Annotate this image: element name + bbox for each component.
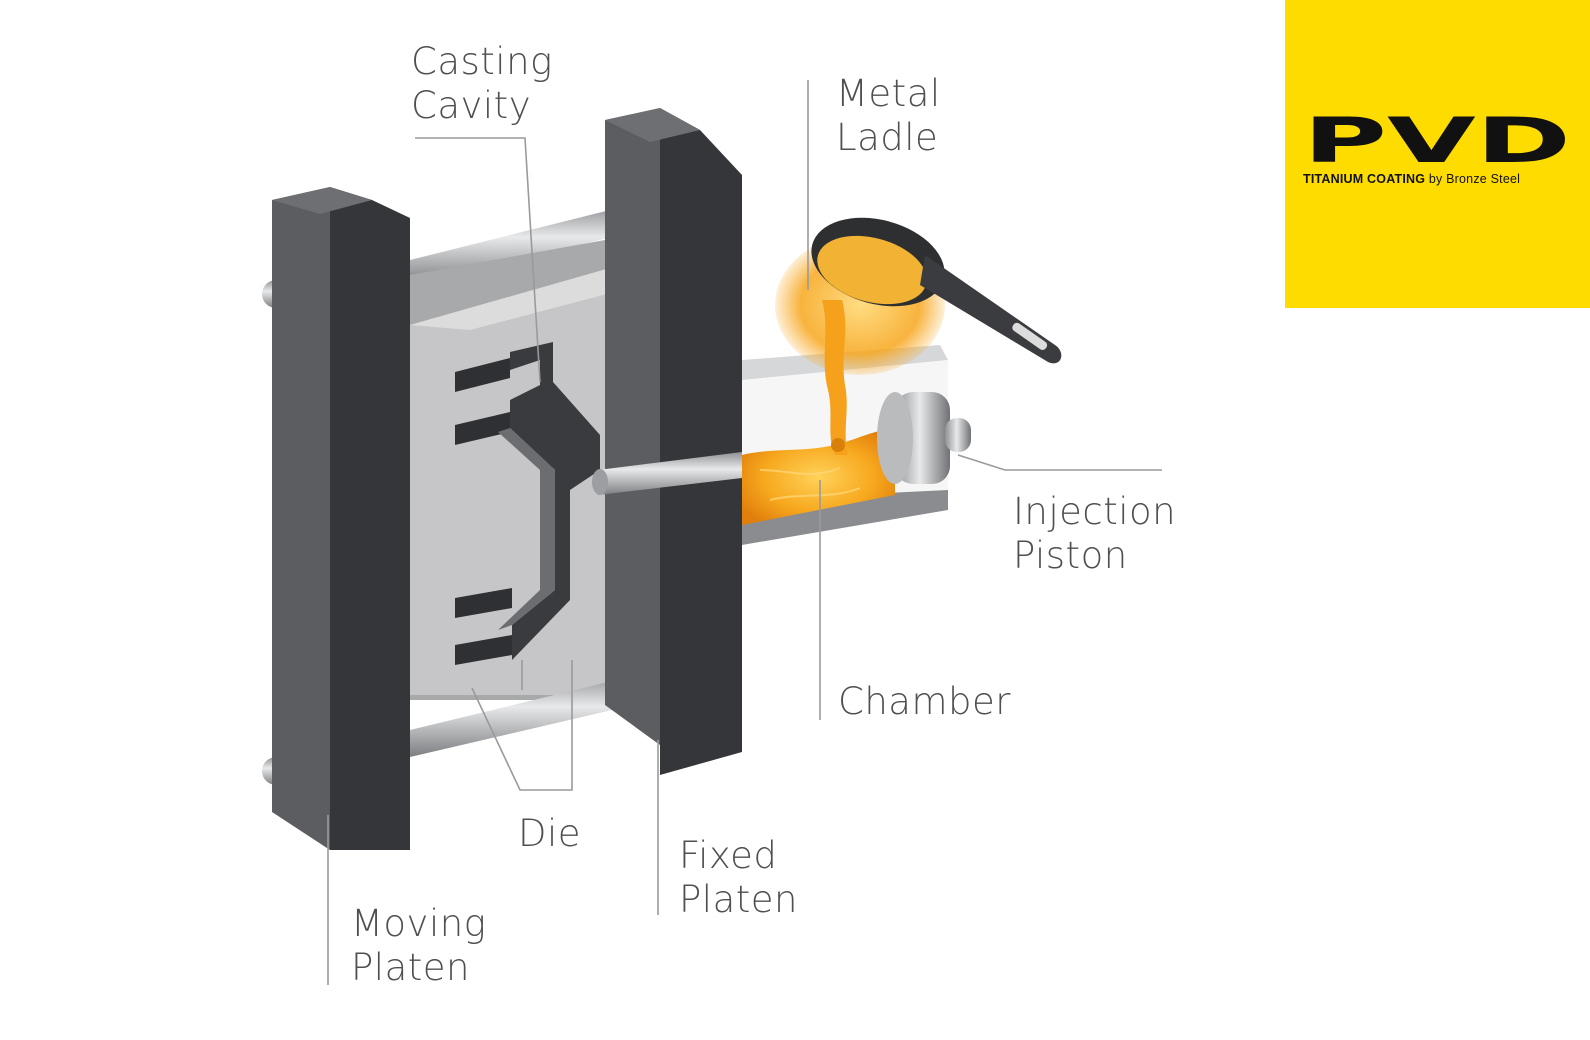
label-die: Die [518,812,581,856]
moving-platen-shape [272,187,410,850]
label-casting-cavity-line1: Casting [411,40,553,83]
label-metal-ladle: Metal Ladle [836,72,941,160]
metal-ladle-shape [775,217,1062,455]
label-casting-cavity: Casting Cavity [411,40,553,128]
label-chamber: Chamber [838,680,1011,724]
label-chamber-text: Chamber [838,680,1011,723]
leader-lines [327,80,1162,985]
pvd-wordmark: PVD [1303,112,1571,166]
label-metal-ladle-line2: Ladle [836,116,939,159]
label-metal-ladle-line1: Metal [836,72,941,115]
label-casting-cavity-line2: Cavity [411,84,532,127]
casting-cavity-shape [455,342,600,665]
label-die-text: Die [518,812,582,855]
label-fixed-platen: Fixed Platen [679,834,798,922]
injection-piston-shape [877,392,971,484]
label-fixed-platen-line2: Platen [679,878,798,921]
pvd-tagline-rest: by Bronze Steel [1428,172,1521,186]
label-injection-piston-line1: Injection [1013,490,1177,533]
label-injection-piston-line2: Piston [1013,534,1128,577]
pvd-logo: PVD TITANIUM COATING by Bronze Steel [1285,0,1590,308]
label-injection-piston: Injection Piston [1013,490,1176,578]
label-moving-platen-line2: Platen [351,946,470,989]
fixed-platen-shape [605,108,742,775]
pvd-tagline-bold: TITANIUM COATING [1303,172,1426,186]
label-moving-platen: Moving Platen [351,902,486,990]
label-fixed-platen-line1: Fixed [679,834,778,877]
pvd-tagline: TITANIUM COATING by Bronze Steel [1303,172,1520,186]
label-moving-platen-line1: Moving [351,902,487,945]
pvd-wordmark-text: PVD [1303,112,1571,166]
